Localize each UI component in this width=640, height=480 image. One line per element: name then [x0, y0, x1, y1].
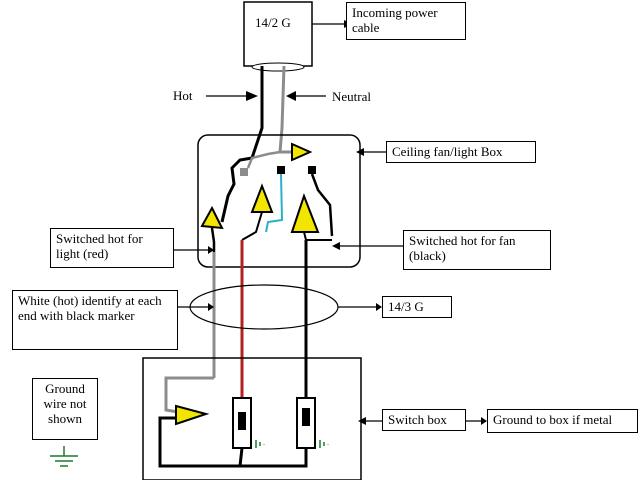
light-leader-arrow [208, 246, 214, 254]
fan-terminal [308, 166, 316, 174]
hot-wire-nut [200, 205, 224, 230]
hot-jumper-1 [158, 416, 244, 468]
cable-143-arrow [376, 303, 382, 311]
light-switch-toggle [238, 412, 246, 430]
switch-box-wire-nut [175, 404, 210, 426]
neutral-wire-nut [291, 142, 313, 162]
switched-hot-fan-label: Switched hot for fan (black) [403, 230, 551, 270]
fan-wire-down [303, 231, 332, 241]
ground-to-box-arrow [481, 417, 487, 425]
switched-hot-light-label: Switched hot for light (red) [50, 228, 174, 268]
blue-wire [265, 173, 284, 233]
ground-not-shown-label: Ground wire not shown [32, 378, 98, 440]
cable-143-label: 14/3 G [382, 296, 452, 318]
switch-box-label: Switch box [382, 409, 466, 431]
ground-screw-light [255, 440, 265, 448]
white-to-nut [164, 376, 214, 414]
switched-light-wire-box [241, 211, 263, 241]
incoming-power-label: Incoming power cable [346, 2, 466, 40]
hot-to-switch [210, 227, 216, 252]
hot-arrow [246, 91, 258, 101]
ground-to-box-label: Ground to box if metal [487, 409, 638, 433]
ceiling-box [197, 134, 361, 268]
fan-terminal-wire [310, 173, 334, 237]
white-hot-label: White (hot) identify at each end with bl… [12, 290, 178, 350]
neutral-wire-incoming [278, 65, 292, 154]
neutral-to-fan [246, 150, 281, 169]
ground-screw-fan [319, 440, 329, 448]
fan-leader-arrow [332, 242, 340, 250]
neutral-arrow [286, 91, 296, 101]
neutral-terminal [240, 168, 248, 176]
white-hot-arrow [208, 303, 214, 311]
hot-wire-incoming [220, 66, 264, 223]
incoming-cable-box [243, 1, 313, 67]
ground-symbol [50, 446, 78, 467]
neutral-label: Neutral [332, 89, 371, 104]
incoming-cable-label: 14/2 G [255, 15, 291, 30]
incoming-cable-sheath [251, 62, 305, 72]
fan-switch-toggle [302, 408, 310, 426]
ceiling-box-label: Ceiling fan/light Box [386, 141, 536, 163]
hot-label: Hot [173, 88, 193, 103]
switch-box [142, 357, 362, 480]
switch-box-arrow [358, 417, 366, 425]
fan-wire-nut [290, 193, 320, 233]
hot-jumper-2 [160, 448, 308, 468]
light-wire-nut [250, 183, 274, 213]
light-terminal [277, 166, 285, 174]
ceiling-box-arrow [356, 148, 364, 156]
